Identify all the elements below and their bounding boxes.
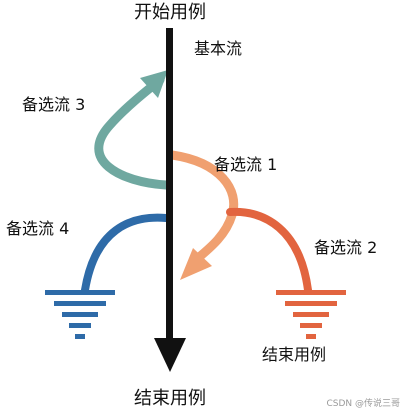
basic-flow-line (166, 28, 173, 350)
alt-flow-2-curve (226, 207, 312, 294)
start-label: 开始用例 (134, 2, 206, 23)
alt-flow-1-label: 备选流 1 (214, 155, 277, 174)
basic-flow-arrowhead (154, 338, 186, 372)
basic-flow-label: 基本流 (194, 39, 242, 58)
alt-flow-3-label: 备选流 3 (22, 95, 85, 114)
alt-flow-4-terminal-icon (45, 290, 115, 339)
alt-flow-2-terminal-icon (276, 290, 346, 339)
alt-flow-1-arrowhead (180, 248, 212, 280)
alt-flow-4-label: 备选流 4 (6, 219, 69, 238)
alt-flow-3-curve (94, 75, 171, 190)
end-label: 结束用例 (134, 388, 206, 409)
alt-flow-3-arrowhead (140, 70, 168, 98)
alt-flow-4-curve (81, 213, 170, 294)
watermark: CSDN @传说三哥 (326, 397, 400, 409)
alt-end-label: 结束用例 (262, 345, 326, 364)
alt-flow-2-label: 备选流 2 (314, 238, 377, 257)
